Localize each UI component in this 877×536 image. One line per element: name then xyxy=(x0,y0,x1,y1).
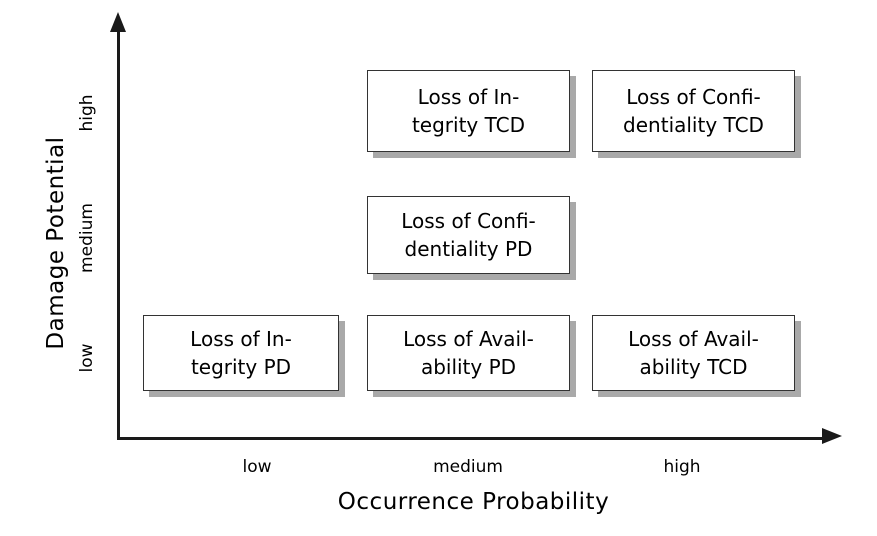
cell-high-low-line2: ability TCD xyxy=(639,355,748,379)
cell-high-high[interactable]: Loss of Confi- dentiality TCD xyxy=(592,70,795,152)
cell-medium-low-line1: Loss of Avail- xyxy=(403,326,534,351)
y-axis-tick-high: high xyxy=(77,94,97,132)
cell-medium-low[interactable]: Loss of Avail- ability PD xyxy=(367,315,570,391)
y-axis-title: Damage Potential xyxy=(43,136,69,350)
y-axis-tick-medium: medium xyxy=(77,203,97,273)
cell-medium-high-line2: tegrity TCD xyxy=(411,113,526,137)
cell-medium-medium-line1: Loss of Confi- xyxy=(401,208,536,233)
cell-low-low[interactable]: Loss of In- tegrity PD xyxy=(143,315,339,391)
cell-low-low-line2: tegrity PD xyxy=(190,355,292,379)
cell-high-high-line1: Loss of Confi- xyxy=(626,84,761,109)
x-axis-tick-low: low xyxy=(242,457,272,477)
cell-medium-medium-line2: dentiality PD xyxy=(404,237,533,261)
cell-medium-high-line1: Loss of In- xyxy=(417,84,520,109)
cell-medium-medium[interactable]: Loss of Confi- dentiality PD xyxy=(367,196,570,274)
x-axis-title: Occurrence Probability xyxy=(337,489,610,515)
y-axis-line xyxy=(117,28,120,440)
cell-high-low-line1: Loss of Avail- xyxy=(628,326,759,351)
x-axis-tick-medium: medium xyxy=(433,457,503,477)
x-axis-line xyxy=(117,437,830,440)
cell-high-low[interactable]: Loss of Avail- ability TCD xyxy=(592,315,795,391)
y-axis-tick-low: low xyxy=(77,343,97,373)
cell-low-low-line1: Loss of In- xyxy=(190,326,292,351)
cell-high-high-line2: dentiality TCD xyxy=(623,113,764,137)
cell-medium-low-line2: ability PD xyxy=(420,355,517,379)
y-axis-arrow-icon xyxy=(110,12,126,32)
cell-medium-high[interactable]: Loss of In- tegrity TCD xyxy=(367,70,570,152)
x-axis-tick-high: high xyxy=(663,457,701,477)
x-axis-arrow-icon xyxy=(822,428,842,444)
